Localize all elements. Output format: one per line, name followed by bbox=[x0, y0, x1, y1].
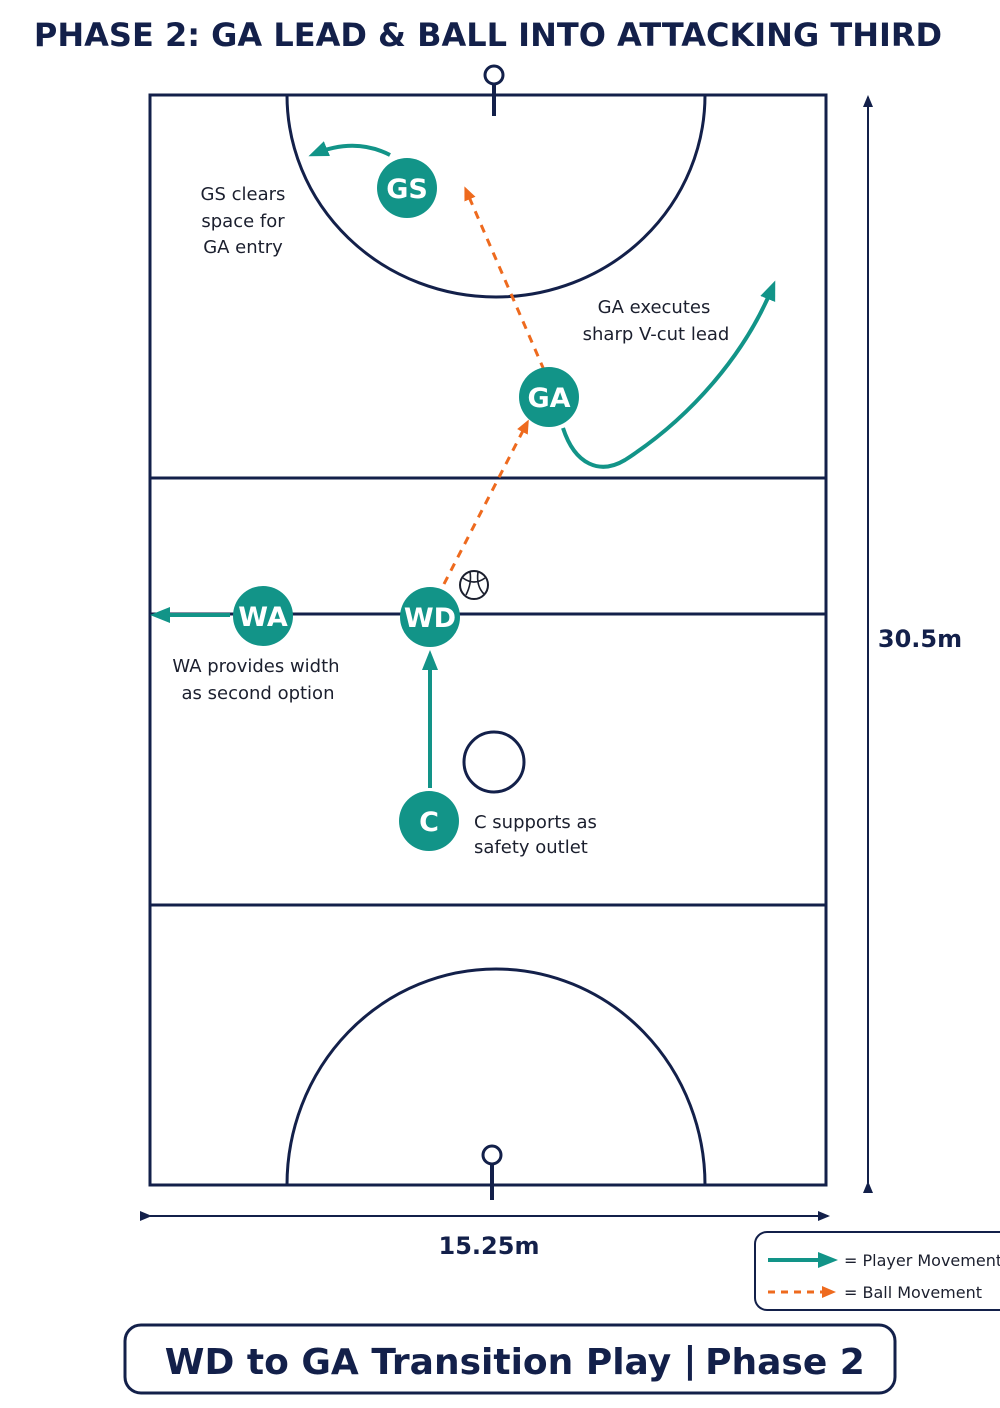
centre-circle bbox=[462, 730, 526, 794]
court-boundary bbox=[148, 93, 828, 1187]
goal-post-icon bbox=[483, 64, 505, 116]
width-dimension-label: 15.25m bbox=[439, 1232, 540, 1260]
annotation-wa: WA provides width as second option bbox=[172, 656, 339, 704]
annotation-ga: GA executes sharp V-cut lead bbox=[583, 297, 730, 345]
annotation-line: GA executes bbox=[598, 297, 711, 318]
ball-movement-ga-to-gs bbox=[464, 186, 546, 371]
player-label: WA bbox=[238, 602, 288, 633]
page-title: PHASE 2: GA LEAD & BALL INTO ATTACKING T… bbox=[34, 16, 942, 54]
legend-box bbox=[754, 1231, 1000, 1311]
player-ga: GA bbox=[519, 367, 579, 427]
length-dimension-label: 30.5m bbox=[878, 625, 962, 653]
goal-circle-top bbox=[285, 94, 707, 299]
player-label: C bbox=[419, 807, 439, 838]
player-c: C bbox=[399, 791, 459, 851]
goal-post-icon bbox=[481, 1144, 503, 1200]
legend: = Player Movement = Ball Movement bbox=[754, 1231, 1000, 1311]
footer-phase: Phase 2 bbox=[705, 1342, 865, 1383]
footer-banner: WD to GA Transition Play | Phase 2 bbox=[123, 1323, 897, 1395]
ga-v-cut-movement-arrow bbox=[561, 280, 776, 469]
ball-movement-wd-to-ga bbox=[442, 419, 529, 585]
annotation-line: WA provides width bbox=[172, 656, 339, 677]
court bbox=[148, 93, 828, 1187]
footer-box bbox=[123, 1323, 897, 1395]
annotation-gs: GS clears space for GA entry bbox=[201, 184, 286, 258]
legend-player-movement-label: = Player Movement bbox=[844, 1251, 1000, 1270]
netball-icon bbox=[459, 570, 489, 600]
gs-movement-arrow bbox=[308, 141, 391, 157]
player-label: GS bbox=[386, 174, 428, 205]
player-label: WD bbox=[404, 603, 456, 634]
footer-title: WD to GA Transition Play bbox=[165, 1342, 671, 1383]
footer-separator: | bbox=[683, 1340, 696, 1381]
annotation-line: C supports as bbox=[474, 812, 597, 833]
player-gs: GS bbox=[377, 158, 437, 218]
annotation-line: GS clears bbox=[201, 184, 286, 205]
annotation-line: sharp V-cut lead bbox=[583, 324, 730, 345]
annotation-line: as second option bbox=[182, 683, 335, 704]
annotation-line: space for bbox=[201, 211, 285, 232]
goal-circle-bottom bbox=[285, 967, 707, 1186]
annotation-line: safety outlet bbox=[474, 837, 588, 858]
annotation-line: GA entry bbox=[203, 237, 283, 258]
player-label: GA bbox=[527, 383, 570, 414]
player-wa: WA bbox=[233, 586, 293, 646]
player-wd: WD bbox=[400, 587, 460, 647]
legend-ball-movement-label: = Ball Movement bbox=[844, 1283, 982, 1302]
annotation-c: C supports as safety outlet bbox=[474, 812, 597, 858]
